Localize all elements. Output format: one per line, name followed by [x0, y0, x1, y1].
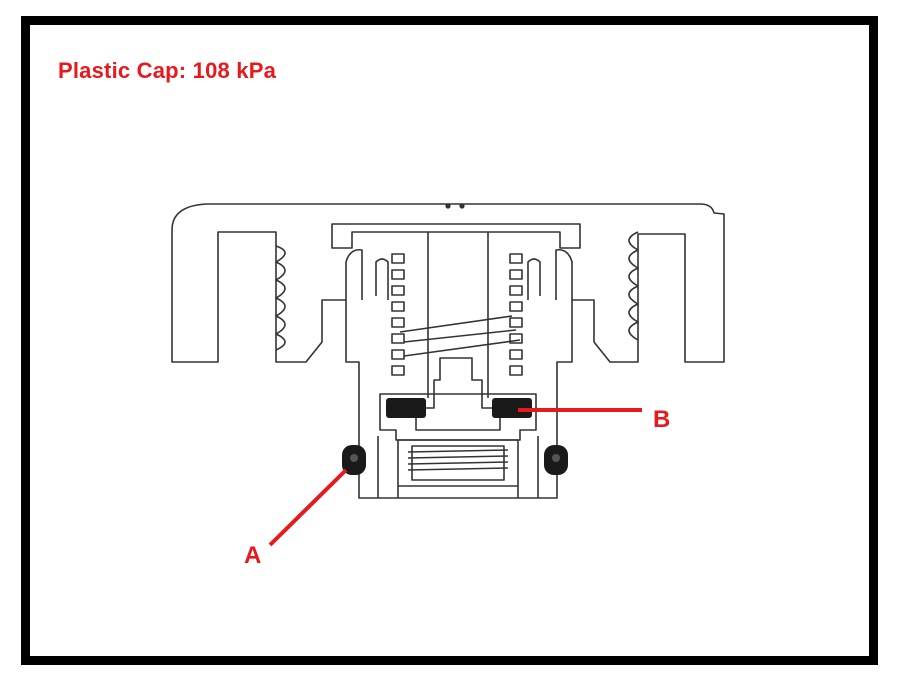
vacuum-spring-line-1 [407, 449, 509, 453]
hook-left-outer [345, 248, 363, 300]
pressure-seal-right [492, 398, 532, 418]
hook-right-inner [527, 258, 541, 300]
thread-right [628, 231, 639, 341]
valve-stem [415, 357, 501, 431]
hook-left-inner [375, 258, 389, 300]
spring-wire-3 [403, 339, 521, 357]
inner-top-plate [331, 223, 581, 249]
seal-group [342, 398, 568, 475]
spring-wire-upper [399, 315, 513, 333]
top-mark-left [445, 203, 451, 209]
gasket-a-highlight [350, 454, 358, 462]
top-mark-right [459, 203, 465, 209]
callout-label-b: B [653, 406, 671, 433]
thread-left [275, 245, 286, 351]
lower-valve-cup [379, 393, 537, 441]
spring-right-coils [509, 253, 523, 376]
spring-left-coils [391, 253, 405, 376]
diagram-title: Plastic Cap: 108 kPa [58, 58, 277, 83]
hook-right-outer [555, 248, 573, 300]
spring-wire-lower [403, 329, 517, 343]
vacuum-spring-line-2 [407, 455, 509, 459]
gasket-right-highlight [552, 454, 560, 462]
callout-label-a: A [244, 542, 262, 569]
cap-outline-group [171, 203, 725, 499]
vacuum-spring-line-3 [407, 461, 509, 465]
cap-outer-shell [171, 203, 725, 499]
diagram-frame [21, 16, 878, 665]
leader-line-a [268, 468, 348, 547]
pressure-seal-left [386, 398, 426, 418]
vacuum-valve-inner [411, 445, 505, 481]
vacuum-spring-line-4 [407, 467, 509, 471]
